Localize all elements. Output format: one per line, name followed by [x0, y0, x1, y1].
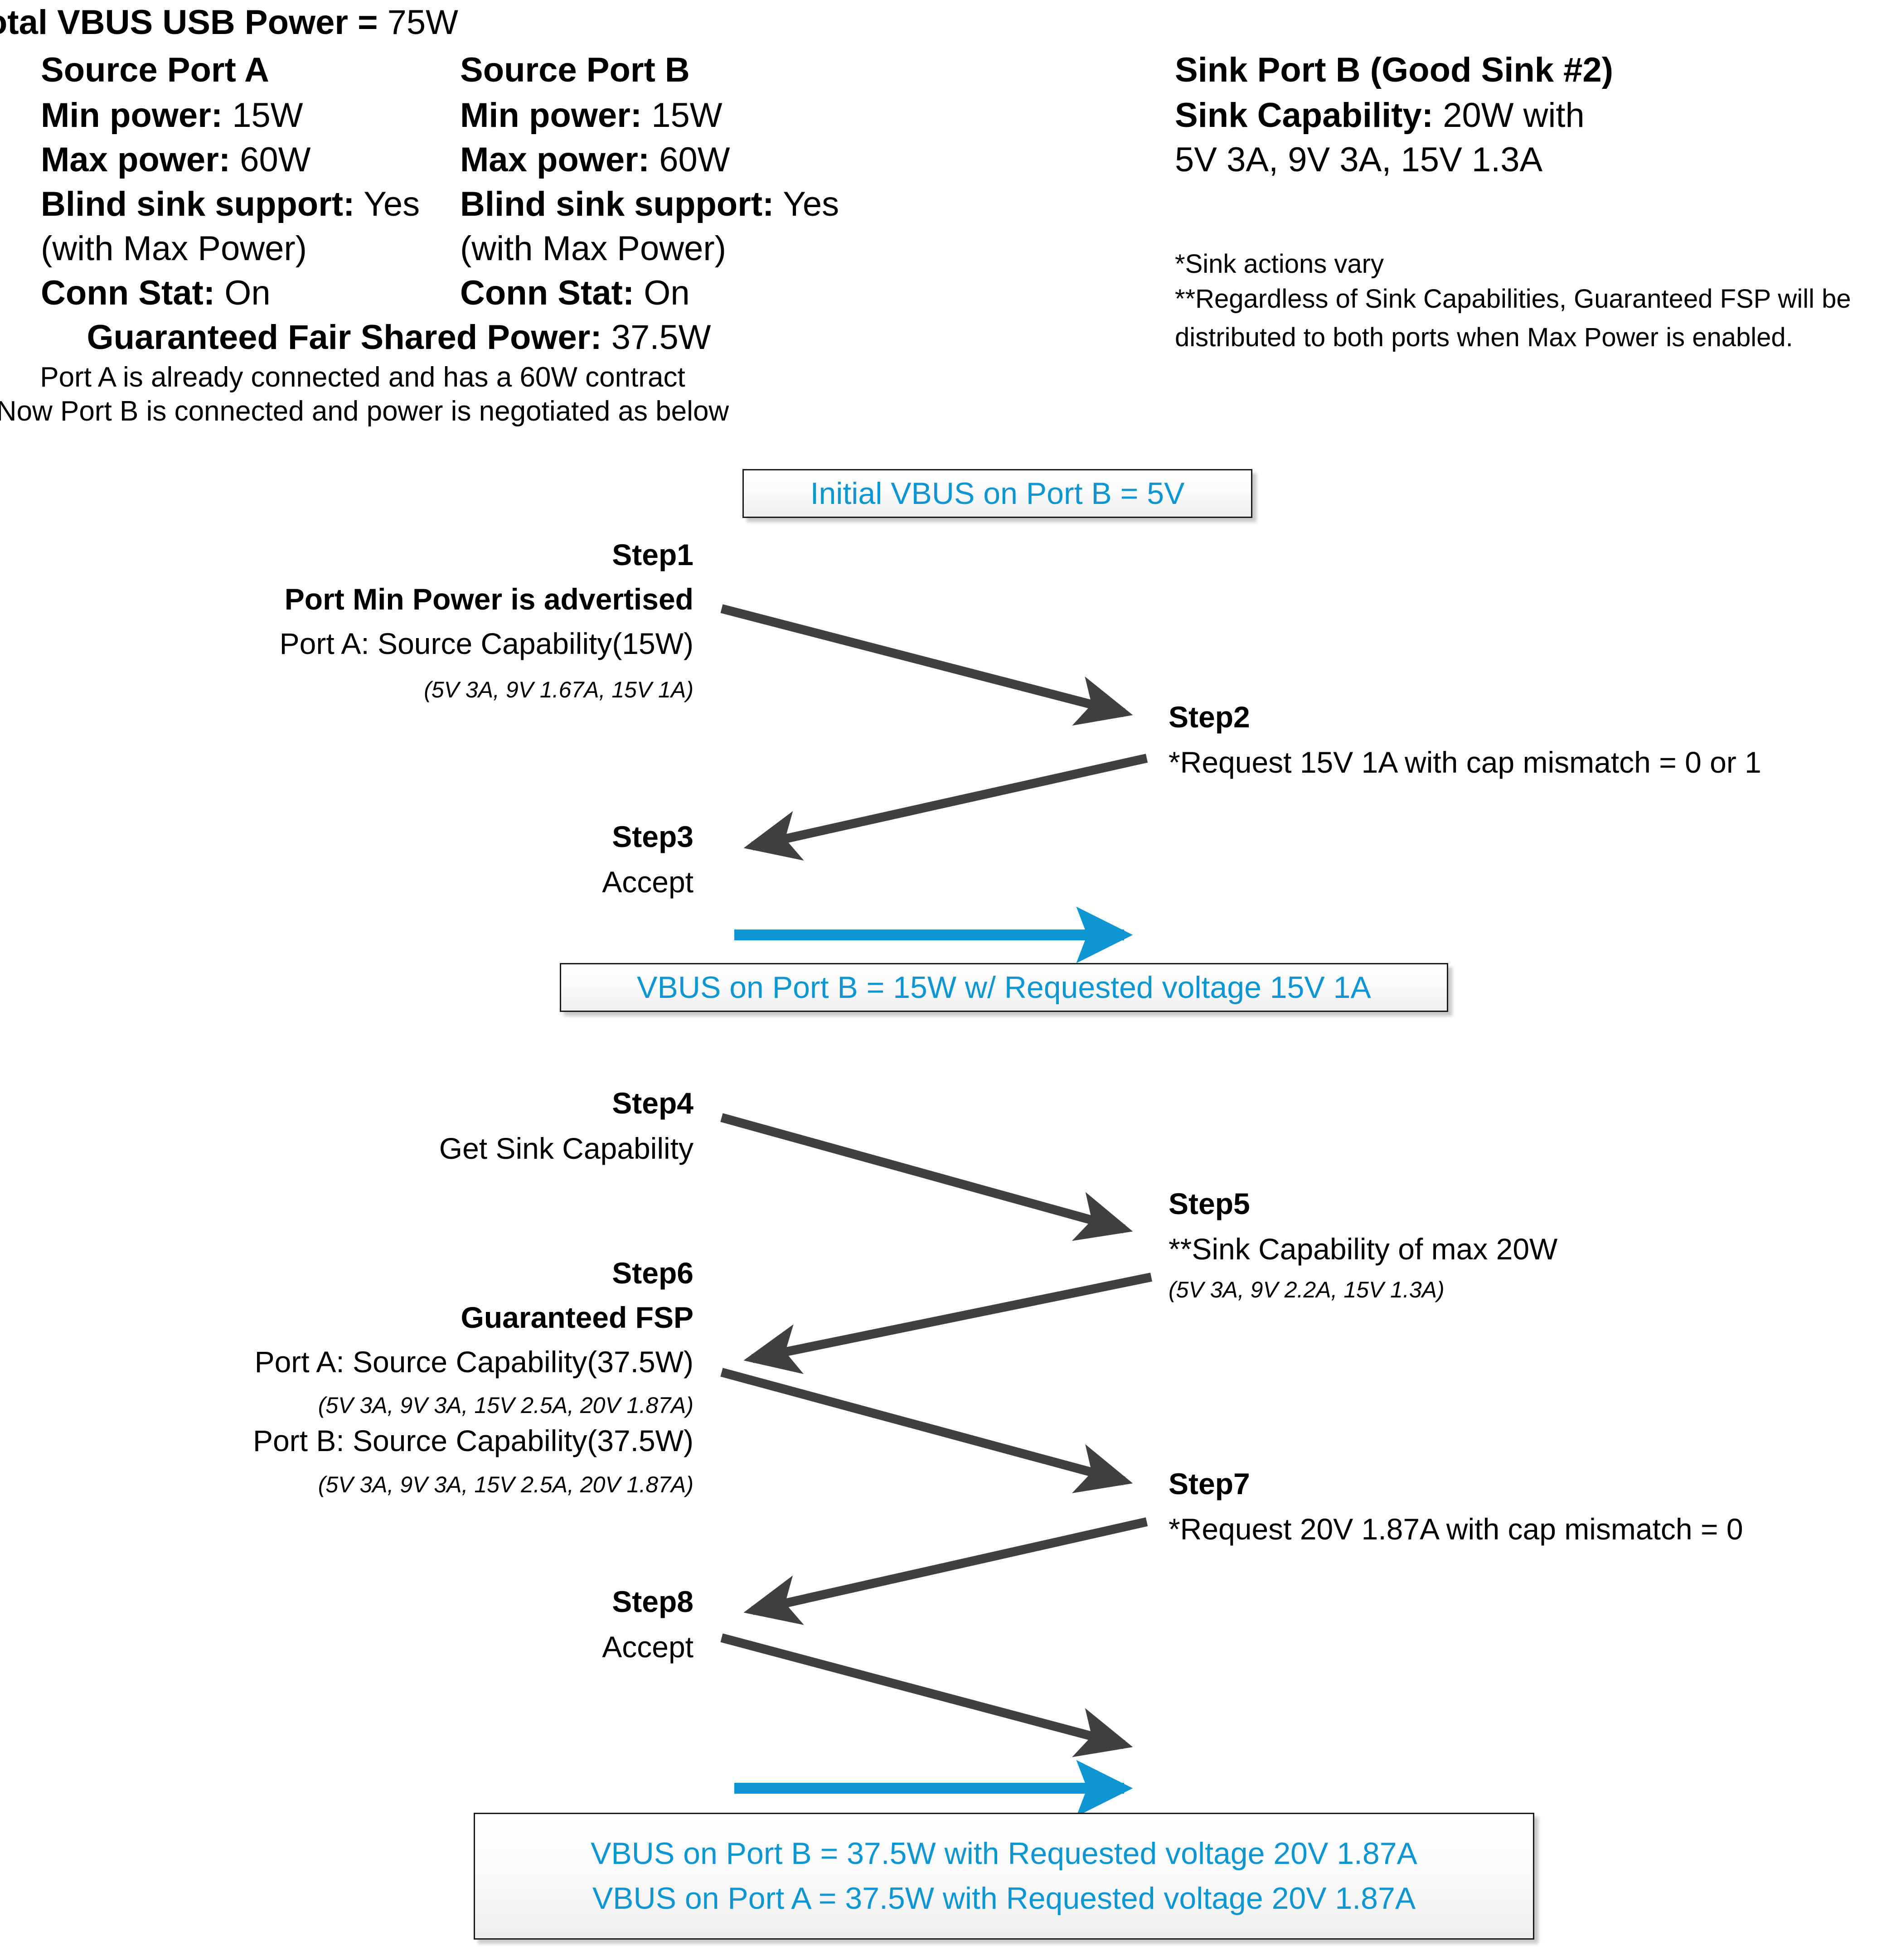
- port-a-blind-sink-value: Yes: [364, 185, 420, 223]
- port-b-max-power-row: Max power: 60W: [460, 142, 730, 178]
- step6-line1: Guaranteed FSP: [461, 1301, 693, 1334]
- step7-label: Step7: [1169, 1467, 1250, 1500]
- step2-label: Step2: [1169, 700, 1250, 734]
- step1-label: Step1: [612, 538, 693, 571]
- step8-line1: Accept: [602, 1630, 693, 1664]
- port-a-conn-stat-row: Conn Stat: On: [41, 275, 271, 311]
- total-vbus-power-title: Total VBUS USB Power = 75W: [0, 5, 458, 41]
- step4-label: Step4: [612, 1086, 693, 1120]
- port-b-blind-sink-note: (with Max Power): [460, 229, 726, 268]
- port-b-conn-stat-value: On: [644, 274, 690, 312]
- port-a-min-power-label: Min power:: [41, 96, 223, 135]
- callout-vbus-375w-line1: VBUS on Port B = 37.5W with Requested vo…: [591, 1836, 1417, 1871]
- step6-line2: Port A: Source Capability(37.5W): [254, 1345, 693, 1379]
- port-b-conn-stat-label: Conn Stat:: [460, 274, 635, 312]
- context-line-2: Now Port B is connected and power is neg…: [0, 396, 729, 427]
- sink-port-b-title: Sink Port B (Good Sink #2): [1175, 51, 1613, 89]
- step1-line2: Port A: Source Capability(15W): [279, 627, 693, 660]
- arrow-step6-to-step7: [720, 1368, 1133, 1493]
- guaranteed-fsp-row: Guaranteed Fair Shared Power: 37.5W: [87, 319, 711, 356]
- callout-vbus-15w: VBUS on Port B = 15W w/ Requested voltag…: [560, 963, 1448, 1012]
- port-a-conn-stat-label: Conn Stat:: [41, 274, 215, 312]
- callout-initial-vbus: Initial VBUS on Port B = 5V: [742, 469, 1252, 518]
- port-a-conn-stat-value: On: [224, 274, 271, 312]
- step4-line1: Get Sink Capability: [439, 1132, 693, 1165]
- step5-line1: **Sink Capability of max 20W: [1169, 1232, 1558, 1266]
- port-a-min-power-row: Min power: 15W: [41, 97, 303, 134]
- footnote-single-star: *Sink actions vary: [1175, 249, 1384, 279]
- step3-label: Step3: [612, 820, 693, 853]
- arrow-step5-to-step6: [743, 1273, 1153, 1374]
- callout-vbus-375w: VBUS on Port B = 37.5W with Requested vo…: [474, 1813, 1534, 1940]
- step2-line1: *Request 15V 1A with cap mismatch = 0 or…: [1169, 745, 1761, 779]
- port-b-conn-stat-row: Conn Stat: On: [460, 275, 690, 311]
- port-b-min-power-row: Min power: 15W: [460, 97, 722, 134]
- source-port-b-title: Source Port B: [460, 51, 690, 89]
- step3-line1: Accept: [602, 865, 693, 899]
- footnote-double-star-line1: **Regardless of Sink Capabilities, Guara…: [1175, 284, 1851, 314]
- arrow-step7-to-step8: [743, 1517, 1148, 1625]
- arrow-step1-to-step2: [720, 604, 1133, 726]
- callout-vbus-15w-text: VBUS on Port B = 15W w/ Requested voltag…: [637, 970, 1371, 1005]
- port-b-blind-sink-label: Blind sink support:: [460, 185, 774, 223]
- step6-line5: (5V 3A, 9V 3A, 15V 2.5A, 20V 1.87A): [318, 1472, 693, 1497]
- context-line-1: Port A is already connected and has a 60…: [40, 362, 685, 393]
- sink-capability-value: 20W with: [1443, 96, 1585, 135]
- callout-initial-vbus-text: Initial VBUS on Port B = 5V: [810, 476, 1185, 511]
- port-a-min-power-value: 15W: [232, 96, 303, 135]
- port-b-min-power-value: 15W: [651, 96, 723, 135]
- port-a-blind-sink-row: Blind sink support: Yes: [41, 186, 420, 223]
- sink-capability-label: Sink Capability:: [1175, 96, 1434, 135]
- port-a-max-power-label: Max power:: [41, 140, 231, 179]
- total-power-label: Total VBUS USB Power =: [0, 3, 378, 42]
- step5-label: Step5: [1169, 1187, 1250, 1220]
- sink-capability-row: Sink Capability: 20W with: [1175, 97, 1585, 134]
- arrow-step2-to-step3: [743, 754, 1148, 861]
- sink-capability-detail: 5V 3A, 9V 3A, 15V 1.3A: [1175, 140, 1543, 179]
- port-b-min-power-label: Min power:: [460, 96, 642, 135]
- port-b-blind-sink-value: Yes: [783, 185, 839, 223]
- guaranteed-fsp-label: Guaranteed Fair Shared Power:: [87, 318, 602, 357]
- total-power-value: 75W: [387, 3, 458, 42]
- port-b-max-power-value: 60W: [659, 140, 730, 179]
- step6-label: Step6: [612, 1256, 693, 1290]
- step1-line1: Port Min Power is advertised: [284, 582, 693, 616]
- port-a-max-power-value: 60W: [240, 140, 311, 179]
- port-a-max-power-row: Max power: 60W: [41, 142, 310, 178]
- step5-line2: (5V 3A, 9V 2.2A, 15V 1.3A): [1169, 1277, 1445, 1302]
- guaranteed-fsp-value: 37.5W: [611, 318, 711, 357]
- step7-line1: *Request 20V 1.87A with cap mismatch = 0: [1169, 1512, 1743, 1546]
- arrow-step8-final: [720, 1633, 1133, 1757]
- port-a-blind-sink-label: Blind sink support:: [41, 185, 355, 223]
- port-b-blind-sink-row: Blind sink support: Yes: [460, 186, 839, 223]
- step6-line4: Port B: Source Capability(37.5W): [252, 1424, 693, 1457]
- footnote-double-star-line2: distributed to both ports when Max Power…: [1175, 323, 1793, 352]
- port-a-blind-sink-note: (with Max Power): [41, 229, 307, 268]
- arrow-step4-to-step5: [720, 1113, 1133, 1241]
- callout-vbus-375w-line2: VBUS on Port A = 37.5W with Requested vo…: [592, 1881, 1416, 1916]
- source-port-a-title: Source Port A: [41, 51, 269, 89]
- step1-line3: (5V 3A, 9V 1.67A, 15V 1A): [424, 677, 693, 702]
- step8-label: Step8: [612, 1585, 693, 1618]
- step6-line3: (5V 3A, 9V 3A, 15V 2.5A, 20V 1.87A): [318, 1393, 693, 1418]
- port-b-max-power-label: Max power:: [460, 140, 650, 179]
